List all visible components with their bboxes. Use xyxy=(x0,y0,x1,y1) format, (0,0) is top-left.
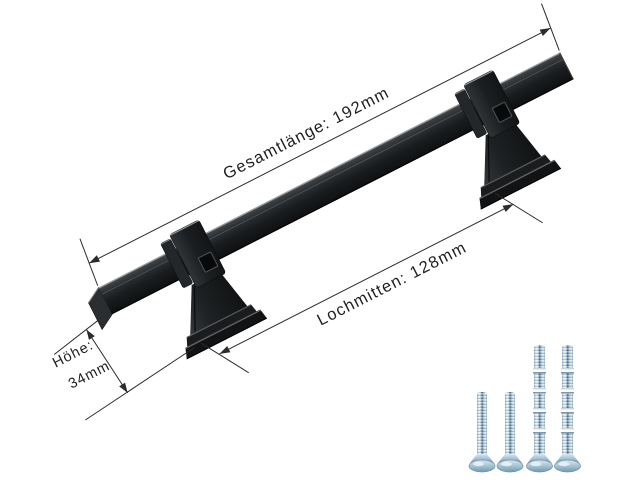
mounting-screws xyxy=(468,345,581,473)
screw-long-1 xyxy=(526,345,553,473)
handle-collar-left xyxy=(160,220,226,288)
break-notches xyxy=(533,368,546,434)
screw-short-2 xyxy=(496,392,524,473)
handle-collar-right xyxy=(454,70,520,138)
screw-short-1 xyxy=(468,392,496,473)
screw-long-2 xyxy=(554,345,581,473)
break-notches xyxy=(561,368,574,434)
handle-foot-left xyxy=(185,270,268,360)
handle-foot-right xyxy=(479,121,562,210)
